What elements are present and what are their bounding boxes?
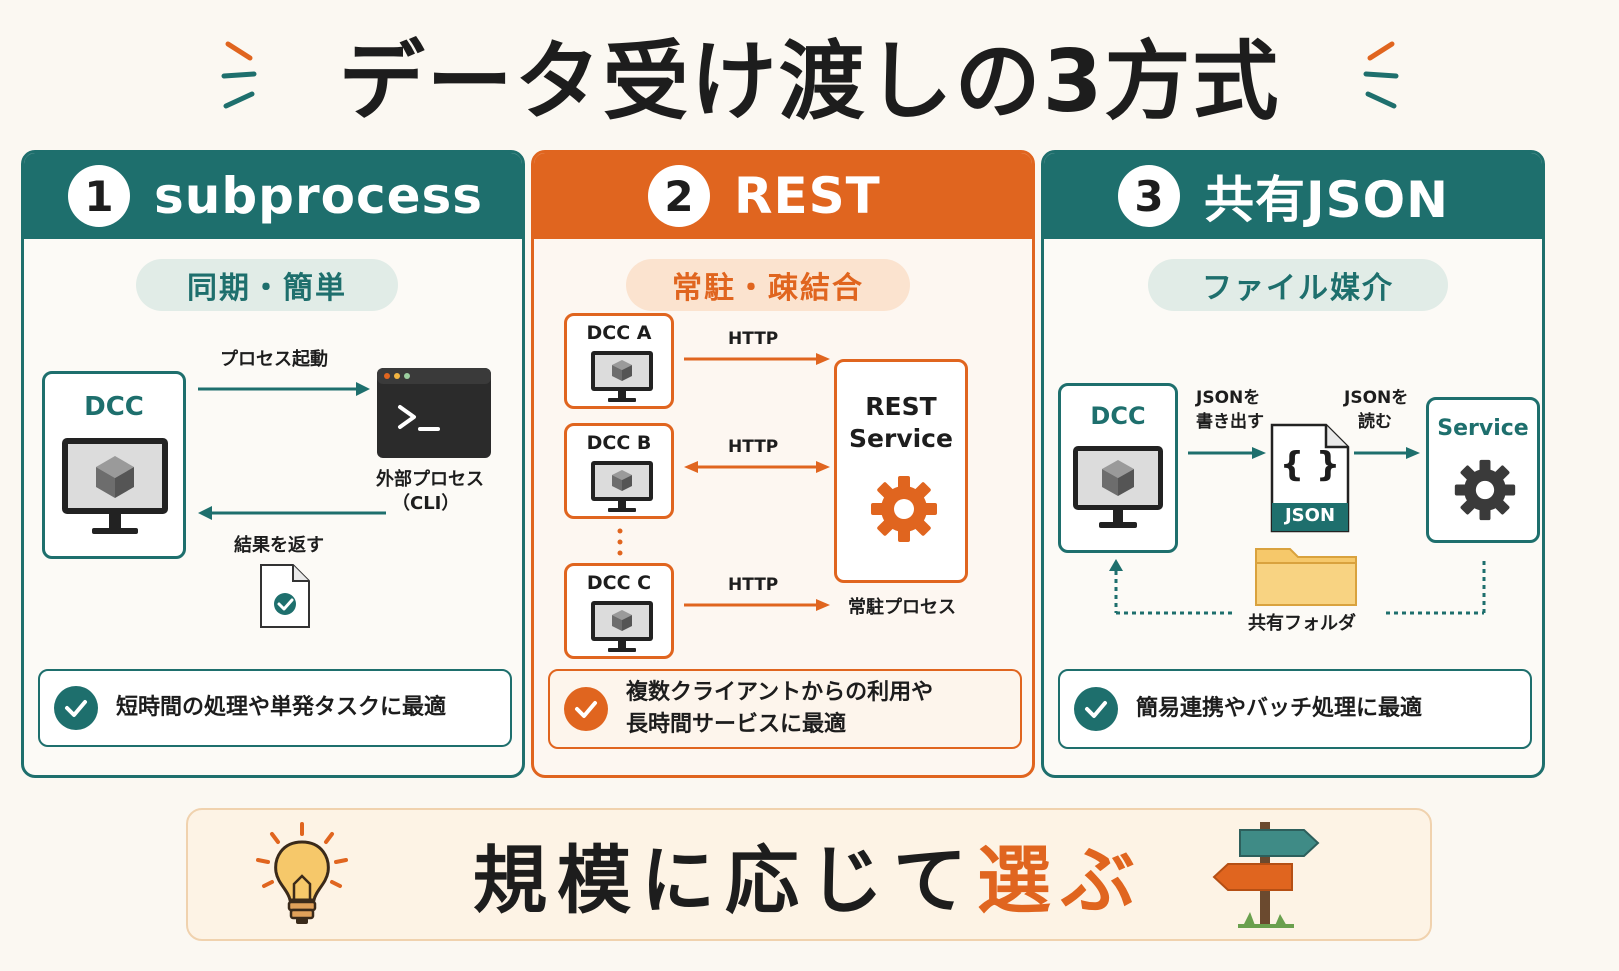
bottom-message: 規模に応じて選ぶ (188, 810, 1430, 939)
http-label: HTTP (728, 329, 779, 349)
service-label-2: Service (849, 424, 953, 453)
http-label: HTTP (728, 437, 779, 457)
gear-icon (871, 476, 937, 542)
footer-text: 短時間の処理や単発タスクに最適 (116, 695, 447, 720)
lightbulb-icon (256, 822, 348, 924)
bottom-text-main: 規模に応じて (473, 838, 977, 924)
footer-text: 簡易連携やバッチ処理に最適 (1136, 696, 1423, 721)
dcc-box: DCC (42, 371, 186, 559)
card-header: 2 REST (534, 153, 1032, 239)
client-box-c: DCC C (564, 563, 674, 659)
folder-icon (1255, 548, 1357, 606)
json-file-label: JSON (1284, 505, 1336, 526)
write-arrow (1188, 447, 1266, 459)
bottom-text-accent: 選ぶ (977, 838, 1145, 924)
service-box: Service (1426, 397, 1540, 543)
footer-text-2: 長時間サービスに最適 (626, 712, 847, 737)
terminal-icon (377, 368, 491, 458)
service-label: Service (1437, 416, 1529, 441)
gear-icon (1454, 459, 1516, 521)
signpost-icon (1212, 822, 1320, 928)
check-icon (564, 687, 608, 731)
process-label-cli: （CLI） (392, 493, 460, 514)
document-check-icon (260, 564, 310, 628)
card-header: 1 subprocess (24, 153, 522, 239)
process-label: 外部プロセス (376, 469, 484, 490)
client-box-b: DCC B (564, 423, 674, 519)
service-caption: 常駐プロセス (848, 597, 956, 618)
card-title: subprocess (154, 167, 484, 225)
monitor-icon (1073, 446, 1163, 528)
read-label-2: 読む (1358, 412, 1392, 432)
bottom-banner: 規模に応じて選ぶ (186, 808, 1432, 941)
sparkle-right-icon (1363, 41, 1399, 109)
monitor-icon (591, 351, 653, 402)
arrow-bottom-label: 結果を返す (234, 535, 324, 556)
dcc-box: DCC (1058, 383, 1178, 553)
write-label: JSONを (1196, 388, 1261, 408)
rest-service-box: REST Service (834, 359, 968, 583)
client-label: DCC B (586, 432, 652, 454)
json-braces: { } (1279, 445, 1341, 485)
arrow-left (198, 506, 386, 520)
read-arrow (1354, 447, 1420, 459)
card-header: 3 共有JSON (1044, 153, 1542, 239)
card-footer: 複数クライアントからの利用や 長時間サービスに最適 (548, 669, 1022, 749)
card-number: 1 (68, 165, 130, 227)
monitor-icon (591, 461, 653, 512)
card-subprocess: 1 subprocess 同期・簡単 DCC プロセス起動 結果を返す (21, 150, 525, 778)
http-label: HTTP (728, 575, 779, 595)
check-icon (54, 686, 98, 730)
ellipsis-dots (617, 528, 623, 556)
client-label: DCC A (586, 322, 652, 344)
json-file-icon (1270, 423, 1350, 533)
card-title: REST (734, 167, 881, 225)
http-arrow-c (684, 599, 830, 611)
card-shared-json: 3 共有JSON ファイル媒介 DCC JSONを 書き出す { } JSON … (1041, 150, 1545, 778)
dotted-loop (1109, 557, 1486, 615)
card-title: 共有JSON (1204, 171, 1449, 229)
write-label-2: 書き出す (1196, 412, 1264, 432)
card-rest: 2 REST 常駐・疎結合 DCC A DCC B (531, 150, 1035, 778)
dcc-label: DCC (84, 392, 144, 422)
arrow-right (198, 382, 370, 396)
page-title: データ受け渡しの3方式 (338, 32, 1281, 132)
card-footer: 簡易連携やバッチ処理に最適 (1058, 669, 1532, 749)
read-label: JSONを (1344, 388, 1409, 408)
arrow-top-label: プロセス起動 (220, 349, 328, 370)
http-arrow-a (684, 353, 830, 365)
cube-icon (96, 456, 134, 498)
card-footer: 短時間の処理や単発タスクに最適 (38, 669, 512, 747)
client-label: DCC C (586, 572, 652, 594)
sparkle-left-icon (221, 41, 257, 109)
client-box-a: DCC A (564, 313, 674, 409)
check-icon (1074, 687, 1118, 731)
service-label: REST (865, 392, 937, 421)
footer-text: 複数クライアントからの利用や (626, 680, 934, 705)
folder-label: 共有フォルダ (1248, 613, 1356, 634)
card-number: 2 (648, 165, 710, 227)
monitor-icon (591, 601, 653, 652)
card-tag: 同期・簡単 (136, 259, 398, 311)
card-tag: ファイル媒介 (1148, 259, 1448, 311)
monitor-icon (62, 438, 168, 534)
card-tag: 常駐・疎結合 (626, 259, 910, 311)
dcc-label: DCC (1090, 402, 1146, 430)
card-number: 3 (1118, 165, 1180, 227)
http-arrow-b (684, 461, 830, 473)
